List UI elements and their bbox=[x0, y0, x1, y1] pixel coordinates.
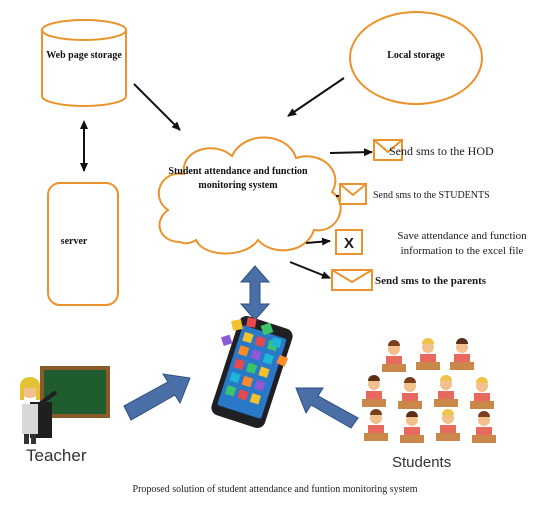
action-sms-students: Send sms to the STUDENTS bbox=[373, 190, 490, 201]
local-storage-ellipse bbox=[349, 11, 483, 105]
local-storage-to-cloud-arrow bbox=[287, 77, 345, 117]
excel-icon: X bbox=[335, 229, 363, 255]
envelope-icon bbox=[331, 269, 373, 291]
action-sms-hod: Send sms to the HOD bbox=[389, 144, 494, 158]
cloud-to-hod-arrow bbox=[329, 148, 373, 157]
system-label: Student attendance and function monitori… bbox=[168, 166, 308, 191]
teacher-label: Teacher bbox=[26, 446, 87, 465]
envelope-icon bbox=[373, 139, 403, 161]
students-label: Students bbox=[392, 454, 452, 471]
cloud-to-excel-arrow bbox=[305, 237, 331, 246]
teacher-to-phone-arrow bbox=[123, 373, 191, 421]
local-storage-label: Local storage bbox=[387, 50, 445, 61]
web-page-storage-label: Web page storage bbox=[46, 50, 122, 61]
cloud-phone-arrow bbox=[239, 265, 271, 321]
students-icon bbox=[362, 338, 496, 443]
system-cloud bbox=[157, 136, 342, 255]
envelope-icon bbox=[339, 183, 367, 205]
teacher-icon bbox=[20, 366, 110, 444]
action-save-excel: Save attendance and function information… bbox=[397, 230, 527, 257]
web-storage-to-cloud-arrow bbox=[133, 83, 181, 131]
smartphone-icon bbox=[211, 315, 293, 429]
figure-caption: Proposed solution of student attendance … bbox=[132, 484, 418, 495]
web-page-storage-cylinder bbox=[41, 19, 127, 107]
students-to-phone-arrow bbox=[295, 387, 359, 429]
svg-text:X: X bbox=[344, 235, 354, 252]
action-sms-parents: Send sms to the parents bbox=[375, 275, 487, 287]
server-box bbox=[47, 182, 119, 306]
cloud-to-parents-arrow bbox=[289, 261, 331, 279]
server-label: server bbox=[60, 236, 88, 247]
